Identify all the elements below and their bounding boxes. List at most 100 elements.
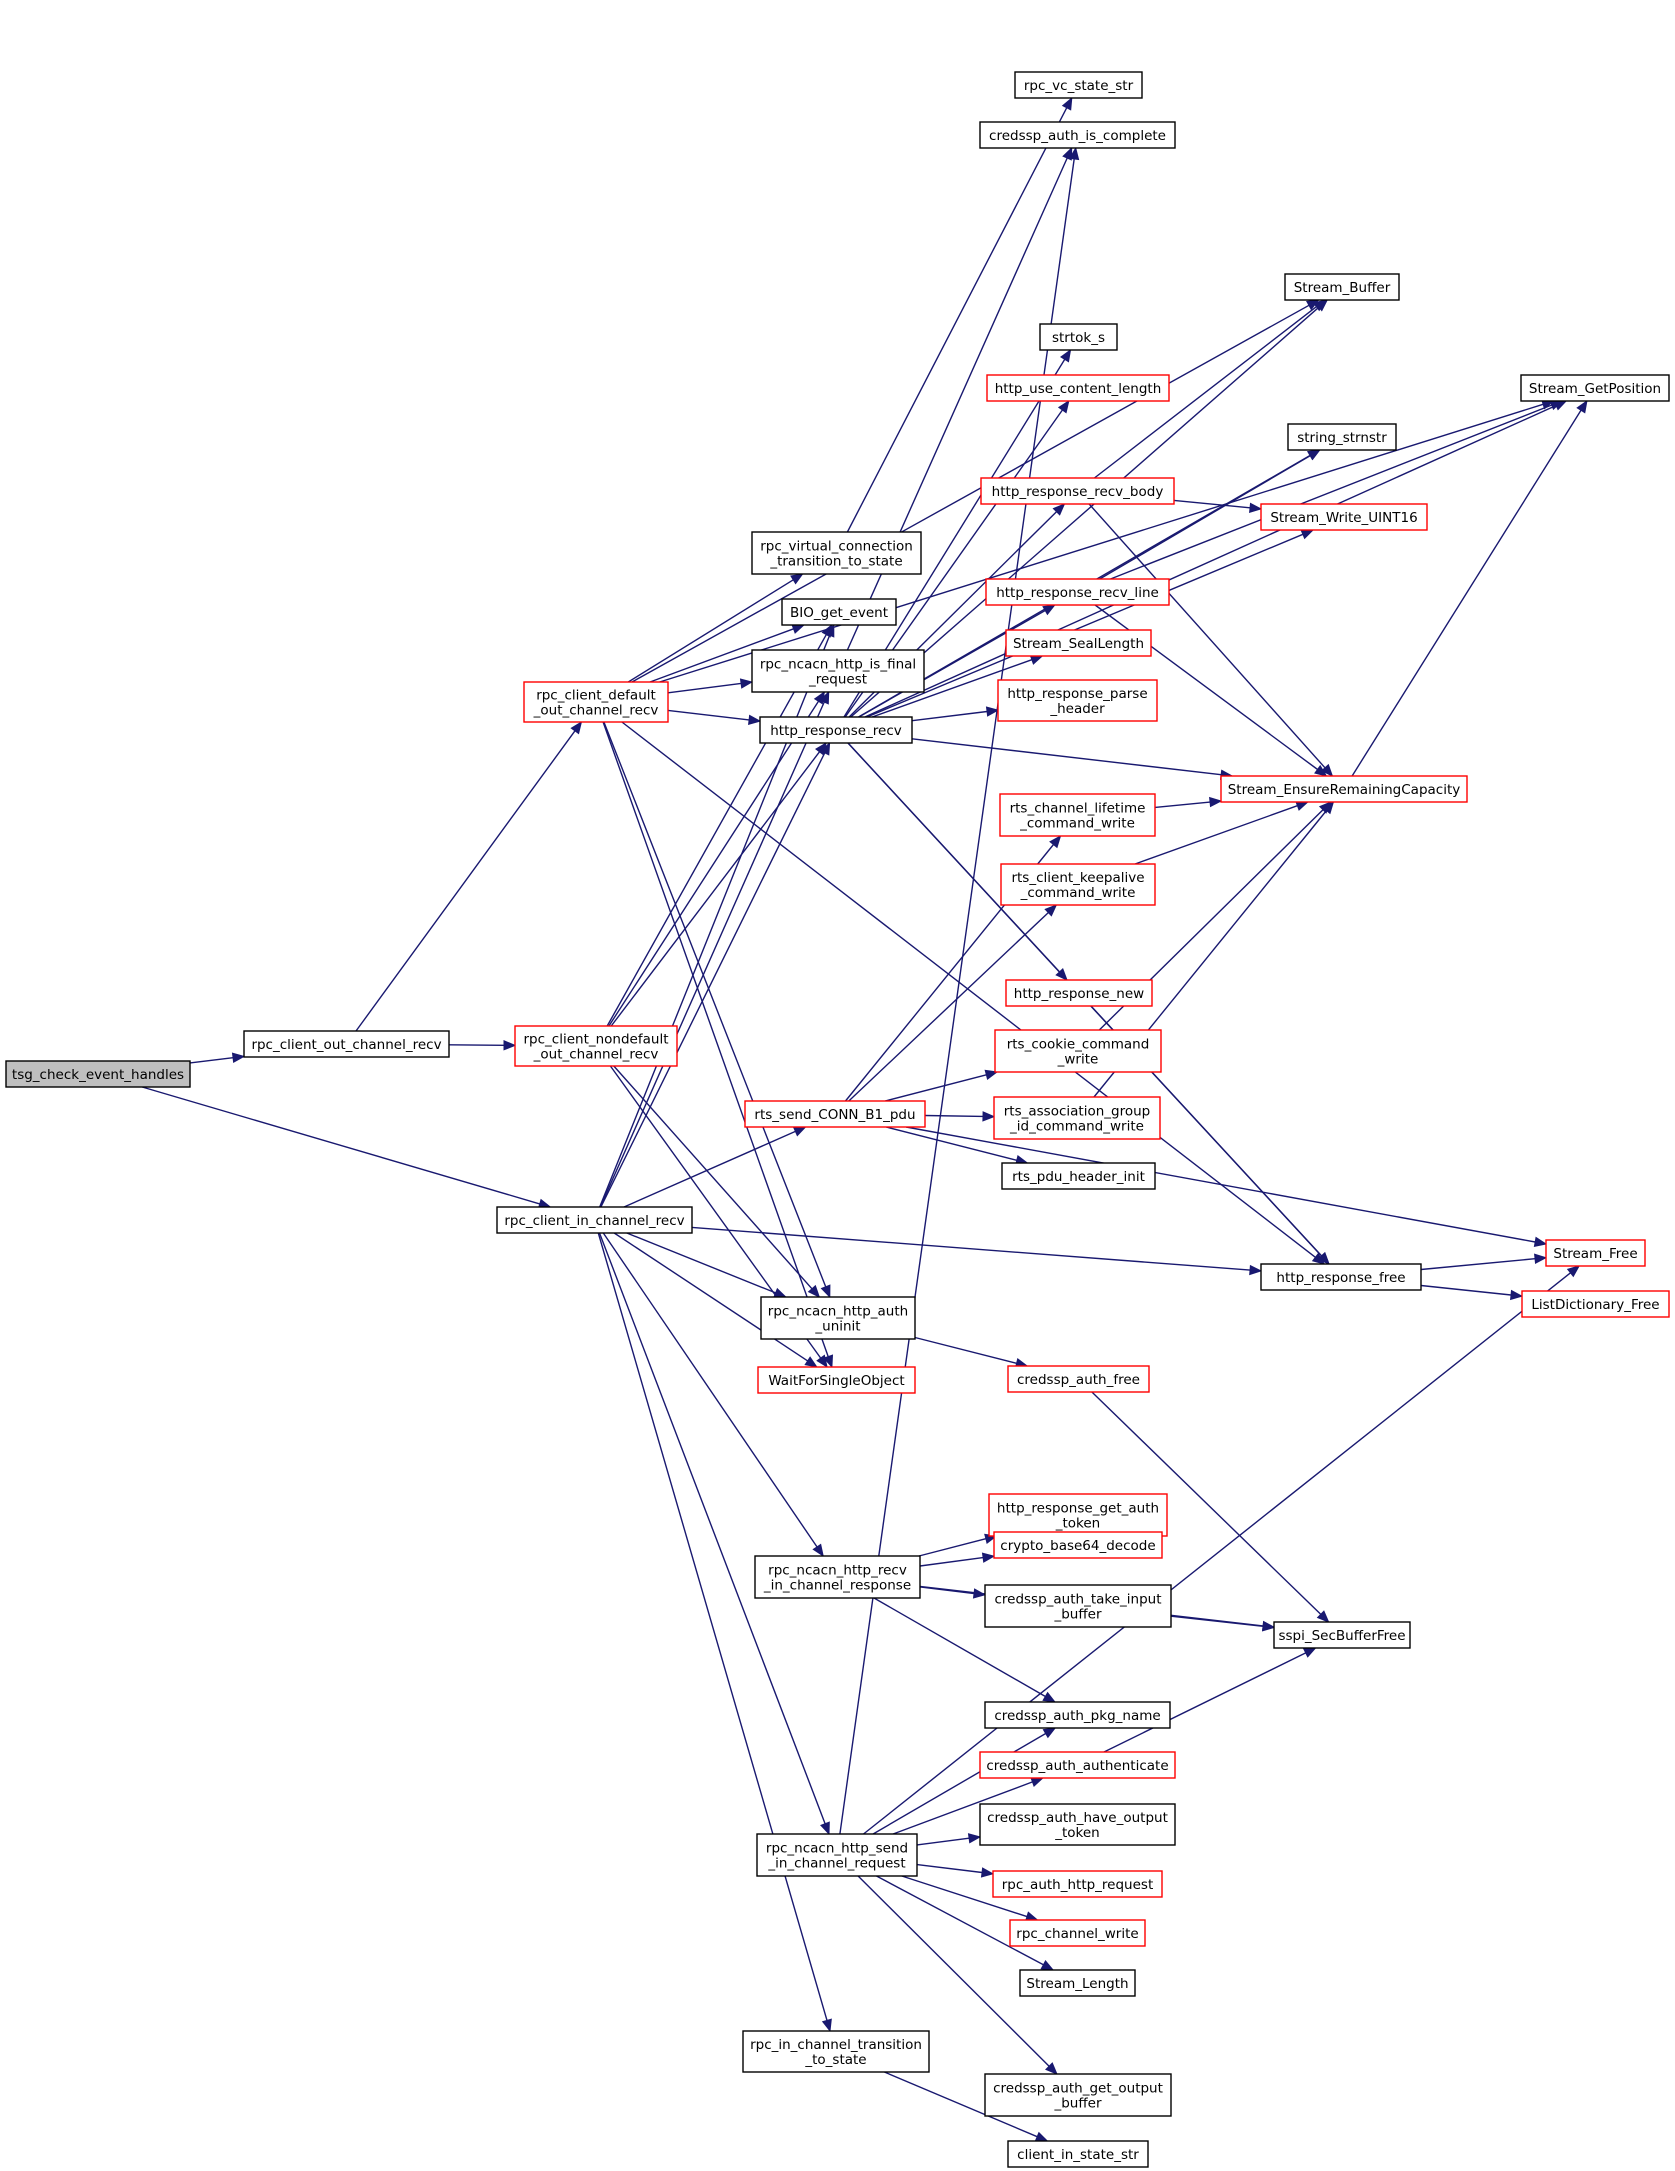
function-node-rpc-client-out-channel-recv[interactable]: rpc_client_out_channel_recv [243,1030,450,1058]
edge-arrowhead [823,1354,834,1369]
edge-line [631,304,1310,683]
call-edge [691,1226,1263,1276]
node-label: _uninit [814,1319,860,1335]
call-edge [857,1875,1058,2075]
function-node-rpc-ncacn-http-is-final-request[interactable]: rpc_ncacn_http_is_final_request [751,649,925,693]
edge-arrowhead [1314,764,1328,777]
function-node-client-in-state-str[interactable]: client_in_state_str [1007,2140,1149,2168]
node-box [756,1833,918,1877]
function-node-http-response-recv-line[interactable]: http_response_recv_line [985,578,1170,606]
edge-arrowhead [1045,2062,1058,2075]
function-node-rts-send-conn-b1-pdu[interactable]: rts_send_CONN_B1_pdu [744,1100,926,1128]
function-node-rts-channel-lifetime-command-write[interactable]: rts_channel_lifetime_command_write [999,793,1156,837]
edge-line [848,912,1049,1102]
node-label: WaitForSingleObject [768,1373,904,1389]
function-node-credssp-auth-authenticate[interactable]: credssp_auth_authenticate [979,1751,1176,1779]
node-label: rpc_client_out_channel_recv [251,1037,441,1053]
function-node-rpc-ncacn-http-recv-in-channel-response[interactable]: rpc_ncacn_http_recv_in_channel_response [754,1555,921,1599]
function-node-credssp-auth-take-input-buffer[interactable]: credssp_auth_take_input_buffer [984,1584,1172,1628]
function-node-stream-length[interactable]: Stream_Length [1019,1969,1136,1997]
edge-line [1091,1391,1322,1615]
call-edge [602,1232,824,1558]
node-label: sspi_SecBufferFree [1278,1628,1405,1644]
function-node-stream-write-uint16[interactable]: Stream_Write_UINT16 [1260,503,1428,531]
edge-line [599,701,825,1208]
edge-line [863,1272,1571,1835]
function-node-credssp-auth-pkg-name[interactable]: credssp_auth_pkg_name [984,1701,1171,1729]
function-node-rpc-vc-state-str[interactable]: rpc_vc_state_str [1014,71,1143,99]
call-edge [924,1111,996,1122]
function-node-rts-cookie-command-write[interactable]: rts_cookie_command_write [994,1029,1162,1073]
edge-arrowhead [1060,348,1072,363]
edge-arrowhead [1320,763,1334,777]
function-node-http-response-free[interactable]: http_response_free [1260,1263,1422,1291]
function-node-rts-pdu-header-init[interactable]: rts_pdu_header_init [1001,1162,1156,1190]
node-box [760,1296,916,1340]
edge-line [626,1232,776,1294]
function-node-crypto-base64-decode[interactable]: crypto_base64_decode [993,1531,1163,1559]
function-node-listdictionary-free[interactable]: ListDictionary_Free [1521,1290,1670,1318]
function-node-rpc-channel-write[interactable]: rpc_channel_write [1009,1919,1146,1947]
function-node-rpc-ncacn-http-auth-uninit[interactable]: rpc_ncacn_http_auth_uninit [760,1296,916,1340]
edge-line [905,1126,1536,1243]
function-node-bio-get-event[interactable]: BIO_get_event [781,598,897,626]
edge-arrowhead [967,1833,982,1844]
function-node-credssp-auth-free[interactable]: credssp_auth_free [1007,1365,1150,1393]
edge-line [602,1232,818,1548]
function-node-http-response-new[interactable]: http_response_new [1005,979,1153,1007]
function-node-stream-seallength[interactable]: Stream_SealLength [1005,629,1152,657]
edge-arrowhead [1042,1727,1057,1739]
node-box [986,374,1170,402]
function-node-http-response-recv[interactable]: http_response_recv [759,716,913,744]
call-edge [627,573,804,683]
function-node-rpc-in-channel-transition-to-state[interactable]: rpc_in_channel_transition_to_state [742,2030,930,2073]
node-label: BIO_get_event [790,605,888,621]
node-box [1014,71,1143,99]
edge-line [1420,1284,1512,1296]
function-node-rpc-client-nondefault-out-channel-recv[interactable]: rpc_client_nondefault_out_channel_recv [514,1025,678,1067]
node-box [1039,323,1118,351]
function-node-stream-buffer[interactable]: Stream_Buffer [1284,273,1400,301]
function-node-strtok-s[interactable]: strtok_s [1039,323,1118,351]
call-edge [600,741,831,1208]
function-node-credssp-auth-is-complete[interactable]: credssp_auth_is_complete [979,121,1176,149]
function-node-stream-free[interactable]: Stream_Free [1545,1239,1646,1267]
node-box [759,716,913,744]
function-node-sspi-secbufferfree[interactable]: sspi_SecBufferFree [1273,1621,1411,1649]
function-node-string-strnstr[interactable]: string_strnstr [1287,423,1397,451]
function-node-stream-ensureremainingcapacity[interactable]: Stream_EnsureRemainingCapacity [1220,775,1468,803]
edge-arrowhead [1249,502,1263,513]
function-node-credssp-auth-have-output-token[interactable]: credssp_auth_have_output_token [979,1803,1176,1846]
node-label: rts_cookie_command [1007,1037,1150,1053]
edge-line [606,634,827,1027]
call-edge [597,1232,832,2033]
function-node-rpc-client-default-out-channel-recv[interactable]: rpc_client_default_out_channel_recv [523,681,669,723]
function-node-http-response-parse-header[interactable]: http_response_parse_header [997,679,1158,722]
edge-arrowhead [824,623,835,638]
edge-line [448,1044,505,1046]
function-node-rts-client-keepalive-command-write[interactable]: rts_client_keepalive_command_write [1000,863,1156,906]
edge-line [919,1556,984,1567]
edge-line [885,1126,1017,1161]
edge-arrowhead [503,1040,517,1051]
function-node-rpc-client-in-channel-recv[interactable]: rpc_client_in_channel_recv [496,1206,693,1234]
function-node-waitforsingleobject[interactable]: WaitForSingleObject [757,1366,916,1394]
function-node-rpc-auth-http-request[interactable]: rpc_auth_http_request [992,1870,1163,1898]
function-node-stream-getposition[interactable]: Stream_GetPosition [1520,374,1670,402]
function-node-rpc-ncacn-http-send-in-channel-request[interactable]: rpc_ncacn_http_send_in_channel_request [756,1833,918,1877]
node-label: http_response_free [1276,1270,1405,1286]
edge-line [873,1597,1046,1698]
edge-line [649,628,794,683]
function-node-http-use-content-length[interactable]: http_use_content_length [986,374,1170,402]
function-node-rts-association-group-id-command-write[interactable]: rts_association_group_id_command_write [993,1096,1161,1140]
edge-line [901,1875,1028,1918]
function-node-http-response-get-auth-token[interactable]: http_response_get_auth_token [988,1493,1168,1537]
edge-line [846,107,1068,533]
function-node-credssp-auth-get-output-buffer[interactable]: credssp_auth_get_output_buffer [984,2073,1172,2117]
function-node-http-response-recv-body[interactable]: http_response_recv_body [980,477,1175,505]
function-node-tsg-check-event-handles[interactable]: tsg_check_event_handles [5,1060,191,1088]
call-edge [1103,1647,1317,1753]
edge-line [918,1538,987,1557]
function-node-rpc-virtual-connection-transition-to-state[interactable]: rpc_virtual_connection_transition_to_sta… [751,531,922,575]
edge-arrowhead [790,573,804,585]
